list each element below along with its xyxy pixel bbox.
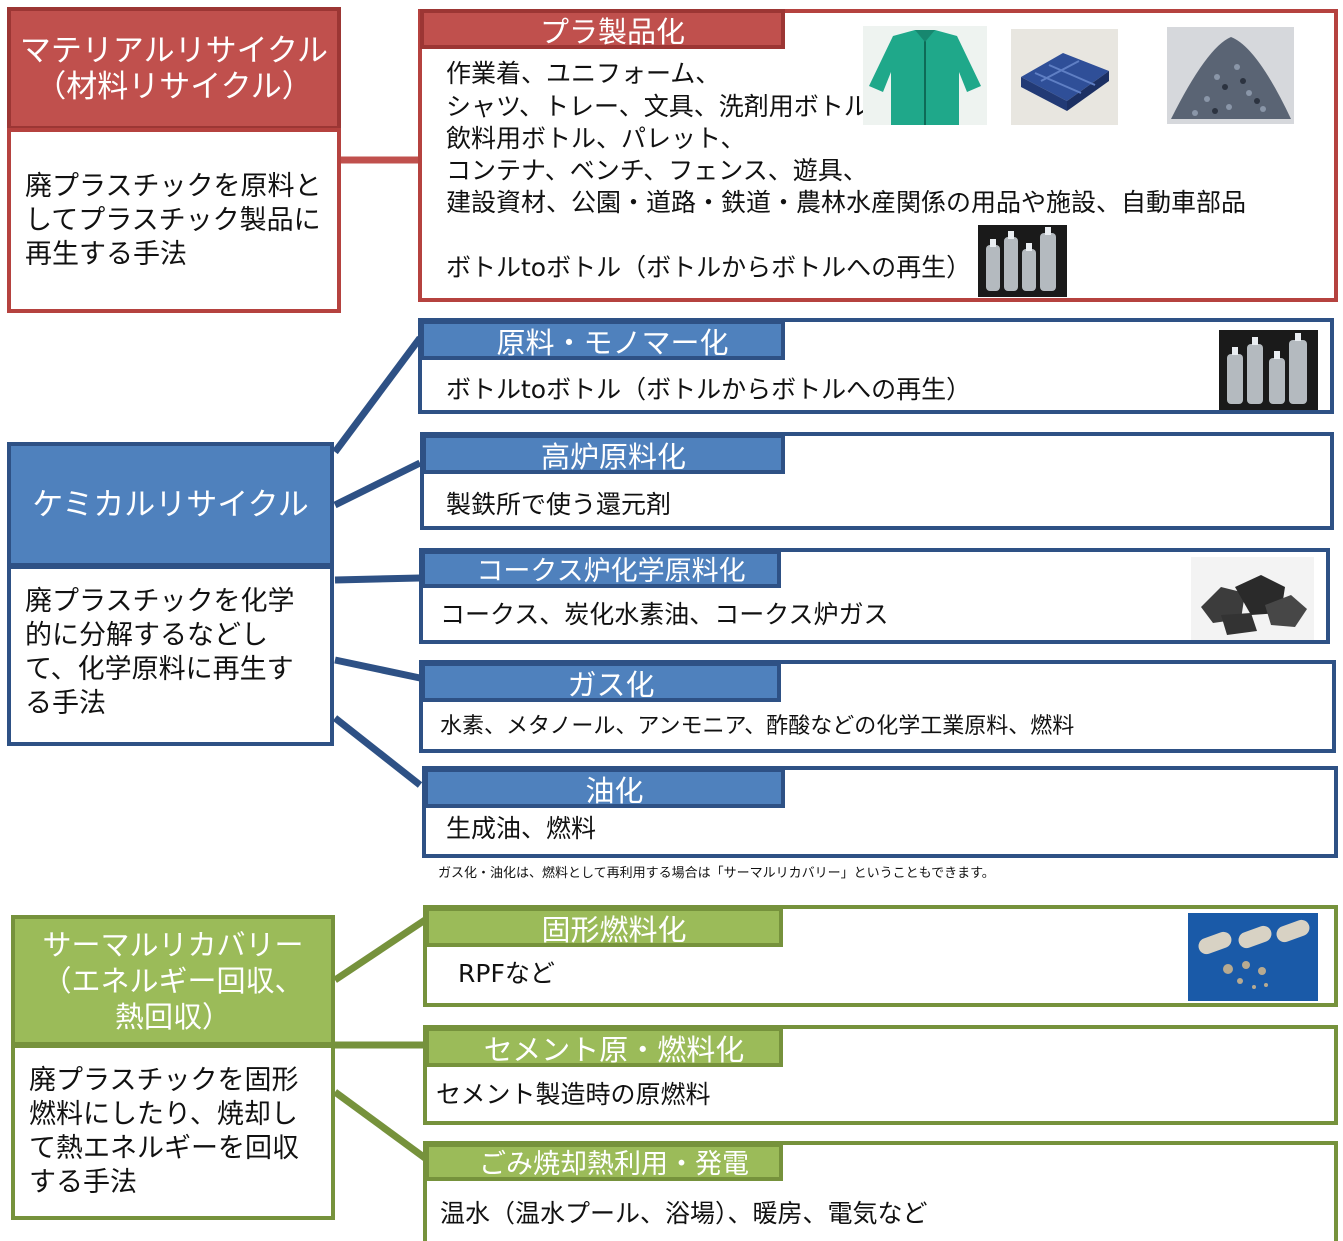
material-item-tab: プラ製品化 bbox=[420, 9, 785, 49]
material-category-desc: 廃プラスチックを原料としてプラスチック製品に再生する手法 bbox=[7, 128, 341, 313]
pet-bottles-photo bbox=[978, 225, 1067, 297]
material-item-line: シャツ、トレー、文具、洗剤用ボトル、 bbox=[446, 92, 894, 121]
material-item-line: 建設資材、公園・道路・鉄道・農林水産関係の用品や施設、自動車部品 bbox=[446, 188, 1247, 217]
coke-lumps-photo bbox=[1191, 557, 1314, 640]
material-category-title: マテリアルリサイクル （材料リサイクル） bbox=[7, 7, 341, 130]
thermal-item-tab: セメント原・燃料化 bbox=[425, 1027, 783, 1067]
chemical-category-desc: 廃プラスチックを化学的に分解するなどして、化学原料に再生する手法 bbox=[7, 565, 334, 746]
chemical-connector-2 bbox=[333, 459, 422, 509]
blue-pallet-photo bbox=[1011, 29, 1118, 125]
pet-bottles-photo bbox=[1219, 330, 1318, 410]
thermal-category-desc: 廃プラスチックを固形燃料にしたり、焼却して熱エネルギーを回収する手法 bbox=[11, 1044, 335, 1220]
chemical-item-text: 水素、メタノール、アンモニア、酢酸などの化学工業原料、燃料 bbox=[440, 714, 1075, 739]
chemical-item-text: 生成油、燃料 bbox=[446, 814, 597, 843]
thermal-item-text: 温水（温水プール、浴場）、暖房、電気など bbox=[440, 1199, 928, 1228]
chemical-connector-1 bbox=[332, 335, 423, 455]
material-item-line: コンテナ、ベンチ、フェンス、遊具、 bbox=[446, 156, 868, 185]
chemical-category-title: ケミカルリサイクル bbox=[7, 442, 334, 567]
material-item-line: 飲料用ボトル、パレット、 bbox=[446, 124, 746, 153]
green-jacket-photo bbox=[863, 26, 987, 125]
thermal-item-tab: ごみ焼却熱利用・発電 bbox=[425, 1143, 783, 1181]
chemical-item-tab: 原料・モノマー化 bbox=[420, 320, 785, 360]
chemical-item-text: ボトルtoボトル（ボトルからボトルへの再生） bbox=[446, 375, 972, 404]
chemical-item-tab: コークス炉化学原料化 bbox=[421, 550, 781, 588]
thermal-category-title: サーマルリカバリー （エネルギー回収、 熱回収） bbox=[11, 915, 335, 1046]
chemical-connector-4 bbox=[334, 656, 421, 682]
plastic-flakes-photo bbox=[1167, 27, 1294, 124]
chemical-connector-5 bbox=[332, 715, 423, 788]
chemical-item-tab: 油化 bbox=[424, 768, 785, 808]
thermal-connector-3 bbox=[332, 1089, 428, 1161]
chemical-note: ガス化・油化は、燃料として再利用する場合は「サーマルリカバリー」ということもでき… bbox=[438, 866, 995, 881]
chemical-item-tab: ガス化 bbox=[421, 662, 781, 702]
thermal-item-text: RPFなど bbox=[458, 959, 555, 988]
rpf-pellets-photo bbox=[1188, 913, 1318, 1001]
chemical-connector-3 bbox=[334, 574, 421, 584]
chemical-item-text: 製鉄所で使う還元剤 bbox=[446, 490, 672, 519]
thermal-connector-1 bbox=[333, 917, 427, 983]
chemical-item-tab: 高炉原料化 bbox=[422, 434, 785, 474]
chemical-item-text: コークス、炭化水素油、コークス炉ガス bbox=[440, 600, 889, 629]
material-item-line: 作業着、ユニフォーム、 bbox=[446, 59, 721, 88]
thermal-item-tab: 固形燃料化 bbox=[425, 907, 783, 947]
material-item-extra: ボトルtoボトル（ボトルからボトルへの再生） bbox=[446, 253, 972, 282]
thermal-item-text: セメント製造時の原燃料 bbox=[436, 1080, 711, 1109]
